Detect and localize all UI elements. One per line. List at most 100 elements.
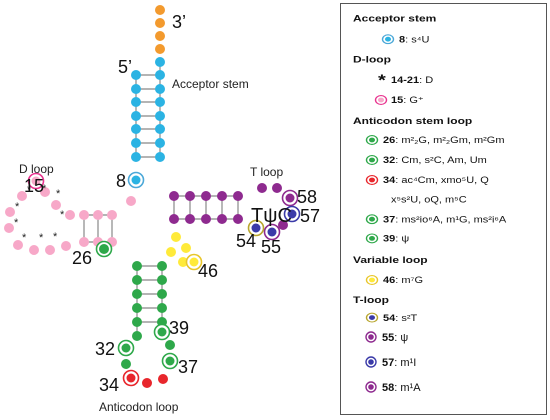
- acceptor-nucleotide: [131, 152, 141, 162]
- legend-heading-t-loop: T-loop: [353, 295, 389, 306]
- acceptor-nucleotide: [155, 124, 165, 134]
- d-loop-nucleotide: [29, 245, 39, 255]
- legend-item-54: 54: s²T: [383, 314, 417, 324]
- legend-marker-54: [369, 315, 375, 320]
- legend-heading-anticodon: Anticodon stem loop: [353, 116, 473, 127]
- legend-marker-26: [369, 137, 375, 143]
- label-tpsic: TψC: [251, 205, 292, 227]
- legend-marker-37: [369, 216, 375, 222]
- cca-nucleotide: [155, 44, 165, 54]
- cca-nucleotide: [155, 18, 165, 28]
- acceptor-nucleotide: [131, 84, 141, 94]
- variable-loop-nucleotide: [181, 243, 191, 253]
- legend-item-32: 32: Cm, s²C, Am, Um: [383, 156, 487, 166]
- pos-label-39: 39: [169, 318, 189, 338]
- legend-heading-variable-loop: Variable loop: [353, 255, 428, 266]
- t-loop-nucleotide: [257, 183, 267, 193]
- cca-nucleotide: [155, 31, 165, 41]
- nucleotide-58: [285, 193, 295, 203]
- nucleotide-46: [189, 257, 199, 267]
- pos-label-34: 34: [99, 375, 119, 395]
- nucleotide-34: [126, 373, 136, 383]
- label-3-prime: 3’: [172, 12, 186, 32]
- legend-heading-d-loop: D-loop: [353, 54, 391, 65]
- anticodon-stem-nucleotide: [132, 303, 142, 313]
- d-loop-nucleotide: [5, 207, 15, 217]
- nucleotide-32: [121, 343, 131, 353]
- pos-label-15: 15: [24, 176, 44, 196]
- legend-item-39: 39: ψ: [383, 235, 409, 245]
- label-acceptor-stem: Acceptor stem: [172, 77, 249, 91]
- acceptor-nucleotide: [155, 152, 165, 162]
- d-star: *: [27, 184, 32, 196]
- t-loop-nucleotide: [272, 183, 282, 193]
- legend-marker-46: [369, 277, 375, 283]
- nucleotide-15: [31, 176, 41, 186]
- acceptor-nucleotide: [131, 70, 141, 80]
- legend-item-15: 15: G⁺: [391, 96, 424, 106]
- legend-item-26: 26: m²₂G, m²₂Gm, m²Gm: [383, 136, 505, 146]
- d-star: *: [56, 188, 61, 200]
- pos-label-54: 54: [236, 231, 256, 251]
- anticodon-stem-nucleotide: [132, 317, 142, 327]
- d-arm-nucleotide: [126, 196, 136, 206]
- d-star: *: [22, 232, 27, 244]
- anticodon-stem-nucleotide: [132, 261, 142, 271]
- legend-item-34: 34: ac⁴Cm, xmo⁵U, Q: [383, 176, 489, 186]
- t-stem-nucleotide: [233, 214, 243, 224]
- legend-item-14-21: 14-21: D: [391, 76, 433, 86]
- label-anticodon-loop: Anticodon loop: [99, 400, 179, 414]
- t-stem-nucleotide: [169, 191, 179, 201]
- d-loop-star-markers: * * * * * * * * *: [14, 183, 65, 244]
- pos-label-37: 37: [178, 357, 198, 377]
- nucleotide-37: [165, 356, 175, 366]
- t-loop-nucleotide: [278, 220, 288, 230]
- variable-loop-nucleotide: [178, 257, 188, 267]
- t-stem-nucleotide: [201, 214, 211, 224]
- d-stem-nucleotide: [93, 210, 103, 220]
- d-star: *: [14, 217, 19, 229]
- acceptor-nucleotide: [155, 70, 165, 80]
- variable-loop-nucleotide: [166, 247, 176, 257]
- anticodon-stem-nucleotide: [157, 261, 167, 271]
- label-d-loop: D loop: [19, 162, 54, 176]
- legend-marker-34: [369, 177, 375, 183]
- anticodon-stem-nucleotide: [157, 303, 167, 313]
- pos-label-55: 55: [261, 237, 281, 257]
- d-loop-nucleotide: [51, 200, 61, 210]
- legend-content-group: Acceptor stem 8: s⁴U D-loop * 14-21: D 1…: [353, 14, 507, 324]
- t-stem-nucleotide: [217, 191, 227, 201]
- pos-label-57: 57: [300, 206, 320, 226]
- t-stem-nucleotide: [233, 191, 243, 201]
- d-loop-nucleotide: [45, 245, 55, 255]
- d-stem-nucleotide: [107, 210, 117, 220]
- nucleotide-26-core: [99, 244, 109, 254]
- d-loop-nucleotide: [4, 223, 14, 233]
- nucleotide-8: [131, 175, 141, 185]
- acceptor-nucleotide: [155, 84, 165, 94]
- legend-item-46: 46: m⁷G: [383, 276, 423, 286]
- legend-item-37: 37: ms²io⁶A, m¹G, ms²i⁶A: [383, 215, 507, 225]
- pos-label-8: 8: [116, 171, 126, 191]
- d-loop-nucleotide: [61, 241, 71, 251]
- acceptor-nucleotide: [155, 57, 165, 67]
- label-5-prime: 5’: [118, 57, 132, 77]
- modification-legend: Acceptor stem 8: s⁴U D-loop * 14-21: D 1…: [340, 3, 547, 415]
- anticodon-nucleotide: [158, 374, 168, 384]
- legend-item-34-cont: x⁵s²U, oQ, m⁵C: [391, 195, 467, 205]
- nucleotide-39: [157, 327, 167, 337]
- legend-marker-15: [378, 97, 384, 103]
- anticodon-stem-nucleotide: [157, 289, 167, 299]
- legend-marker-32: [369, 157, 375, 163]
- t-stem-nucleotide: [217, 214, 227, 224]
- anticodon-stem-nucleotide: [157, 275, 167, 285]
- nucleotides: [4, 5, 301, 388]
- d-stem-nucleotide: [79, 237, 89, 247]
- d-loop-nucleotide: [40, 187, 50, 197]
- d-stem-nucleotide: [79, 210, 89, 220]
- d-loop-nucleotide: [13, 240, 23, 250]
- pos-label-46: 46: [198, 261, 218, 281]
- legend-marker-8: [385, 36, 391, 42]
- d-star: *: [53, 231, 58, 243]
- legend-marker-39: [369, 236, 375, 241]
